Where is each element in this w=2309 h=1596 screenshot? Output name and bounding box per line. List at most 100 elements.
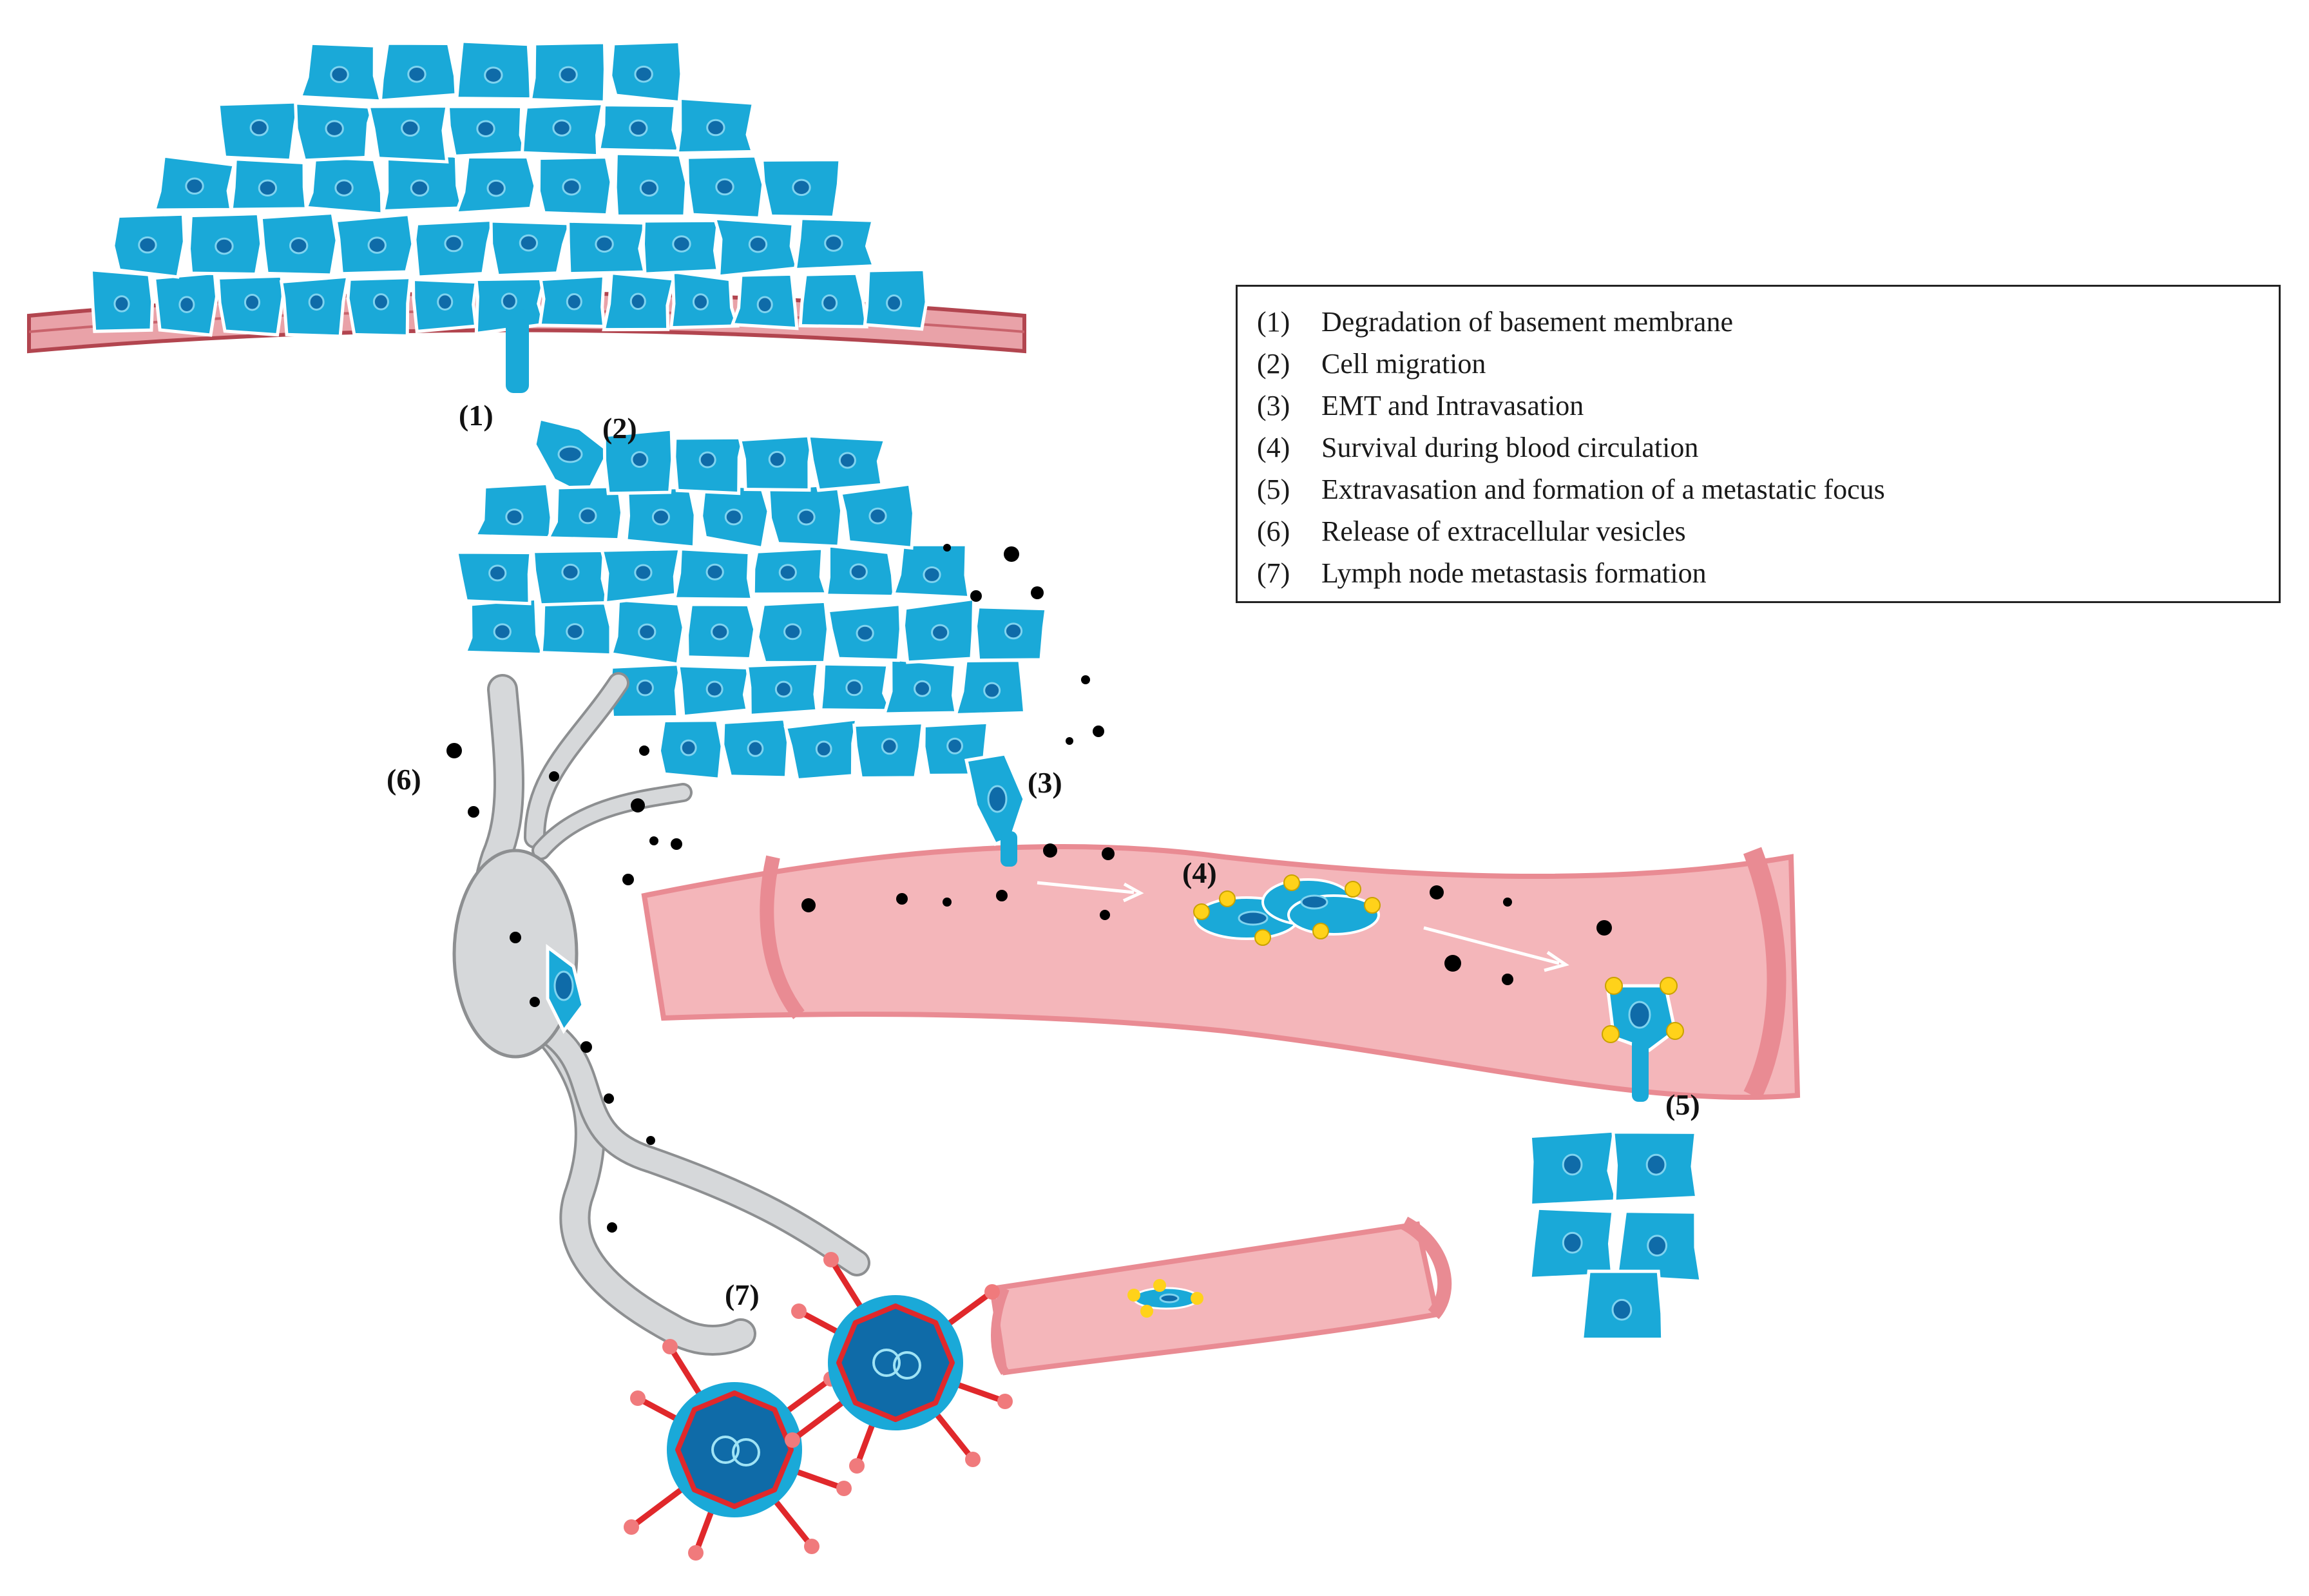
cell-nucleus (289, 236, 309, 255)
cell-nucleus (401, 119, 420, 137)
cell-nucleus (931, 624, 950, 641)
vesicle (446, 743, 462, 758)
legend-item: (4) Survival during blood circulation (1257, 427, 2259, 468)
cell-nucleus (579, 507, 597, 524)
cell-nucleus (778, 564, 797, 581)
cell-nucleus (519, 234, 539, 252)
cell-nucleus (249, 119, 269, 137)
vesicle (1596, 920, 1612, 936)
legend-item: (7) Lymph node metastasis formation (1257, 552, 2259, 594)
cell-nucleus (407, 65, 426, 83)
cell-nucleus (629, 293, 646, 311)
vesicle (1081, 675, 1090, 684)
cell-nucleus (561, 563, 580, 581)
cell-nucleus (1004, 622, 1023, 640)
cell-nucleus (505, 508, 524, 526)
cell-nucleus (706, 119, 725, 137)
cell-nucleus (748, 235, 768, 253)
cell-nucleus (308, 293, 325, 311)
step-labels: (1) (2) (3) (4) (5) (6) (7) (387, 399, 1700, 1311)
vesicle (607, 1222, 617, 1233)
cell-nucleus (680, 739, 697, 756)
cell-nucleus (1562, 1231, 1583, 1254)
legend-text: Release of extracellular vesicles (1321, 515, 1686, 547)
cell-nucleus (711, 623, 729, 640)
legend-box: (1) Degradation of basement membrane (2)… (1236, 285, 2281, 603)
cell-nucleus (1645, 1153, 1667, 1176)
cell-nucleus (849, 563, 868, 581)
blood-vessel-lower (989, 1216, 1452, 1376)
extravasating-cell (1602, 977, 1684, 1102)
cell-nucleus (486, 179, 506, 197)
vesicle (970, 590, 982, 602)
cell-nucleus (946, 737, 963, 755)
cell-nucleus (838, 452, 856, 469)
vesicle (510, 932, 521, 943)
vesicle (801, 898, 816, 912)
intravasating-cell (964, 752, 1026, 867)
secondary-tumor (454, 427, 1048, 782)
legend-item: (2) Cell migration (1257, 343, 2259, 385)
lymph-node (785, 1252, 1013, 1474)
vesicle (1100, 910, 1110, 920)
cell-nucleus (113, 295, 130, 312)
cell-nucleus (797, 508, 816, 526)
vesicle (604, 1093, 614, 1104)
lymph-node (624, 1339, 852, 1561)
step-label-7: (7) (725, 1278, 760, 1311)
cell-nucleus (325, 120, 344, 137)
legend-text: Degradation of basement membrane (1321, 306, 1733, 338)
cell-nucleus (138, 236, 157, 254)
blood-vessel-upper (641, 843, 1801, 1101)
vesicle (896, 893, 908, 905)
step-label-5: (5) (1665, 1088, 1700, 1121)
cell-nucleus (715, 178, 734, 196)
lymph-nodes (624, 1252, 1013, 1561)
vesicle (1430, 885, 1444, 899)
vesicle (1102, 847, 1115, 860)
cell-nucleus (215, 237, 234, 255)
metastatic-focus (1528, 1129, 1703, 1341)
cell-nucleus (493, 623, 512, 640)
cell-nucleus (868, 507, 887, 524)
cell-nucleus (488, 564, 507, 582)
vesicle (1066, 737, 1073, 745)
cell-nucleus (444, 235, 463, 253)
vesicle (1503, 898, 1512, 907)
primary-tumor (89, 39, 928, 338)
vesicle (549, 771, 559, 782)
cell-nucleus (705, 680, 723, 698)
vesicle (1031, 586, 1044, 599)
cell-nucleus (631, 451, 649, 468)
cell-nucleus (856, 624, 874, 642)
legend-number: (7) (1257, 557, 1290, 589)
cell-nucleus (178, 296, 195, 313)
cell-nucleus (845, 679, 863, 697)
cell-nucleus (552, 119, 571, 137)
cell-nucleus (629, 119, 648, 137)
cell-nucleus (258, 179, 278, 197)
invading-cell (506, 309, 611, 499)
lymphatic-vessel (452, 672, 870, 1356)
cell-nucleus (914, 680, 932, 697)
step-label-4: (4) (1182, 856, 1217, 889)
vesicle (1502, 974, 1513, 985)
step-label-6: (6) (387, 763, 421, 796)
cell-nucleus (634, 65, 653, 83)
cell-nucleus (923, 566, 941, 583)
cell-nucleus (566, 293, 582, 311)
cell-nucleus (566, 623, 584, 640)
cell-nucleus (330, 66, 349, 83)
vesicle (649, 836, 658, 845)
vesicle (580, 1041, 592, 1053)
legend-text: EMT and Intravasation (1321, 390, 1584, 421)
cell-nucleus (774, 680, 792, 698)
legend-number: (1) (1257, 306, 1290, 338)
cell-nucleus (636, 679, 654, 697)
vesicle (468, 806, 479, 818)
vesicle (671, 838, 682, 850)
cell-nucleus (821, 294, 838, 312)
vesicle (1444, 955, 1461, 972)
vesicle (622, 874, 634, 885)
